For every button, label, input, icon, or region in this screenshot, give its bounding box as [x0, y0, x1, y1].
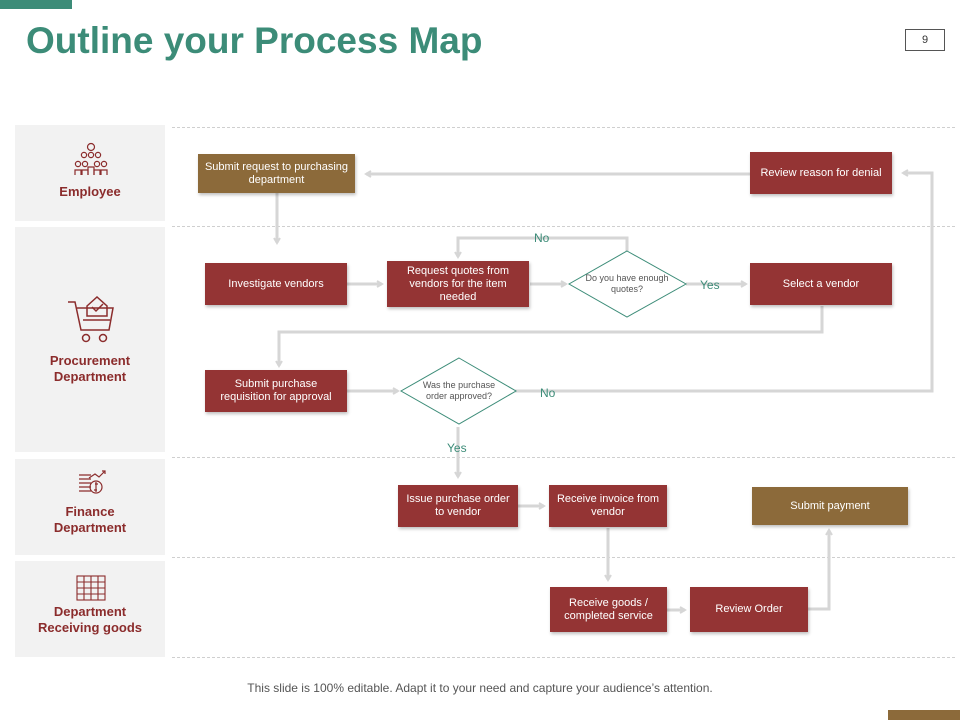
step-select-vendor: Select a vendor — [750, 263, 892, 305]
footer-note: This slide is 100% editable. Adapt it to… — [247, 681, 713, 695]
lane-divider — [172, 657, 955, 658]
step-review-order: Review Order — [690, 587, 808, 632]
page-number: 9 — [905, 29, 945, 51]
branch-label-no: No — [534, 231, 550, 245]
decision-diamond-quotes — [567, 250, 688, 318]
lane-label-receiving: Department Receiving goods — [37, 604, 143, 635]
branch-label-no: No — [540, 386, 556, 400]
shopping-cart-icon — [68, 295, 114, 343]
connector-arrow — [454, 236, 629, 259]
calendar-grid-icon — [76, 575, 106, 601]
money-chart-icon — [79, 470, 106, 494]
lane-divider — [172, 127, 955, 128]
step-receive-invoice: Receive invoice from vendor — [549, 485, 667, 527]
step-review-reason: Review reason for denial — [750, 152, 892, 194]
step-request-quotes: Request quotes from vendors for the item… — [387, 261, 529, 307]
connector-arrow — [275, 306, 824, 368]
lane-employee: Employee — [15, 125, 165, 221]
connector-arrow — [515, 169, 934, 393]
lane-divider — [172, 557, 955, 558]
step-submit-payment: Submit payment — [752, 487, 908, 525]
lane-label-procurement: Procurement Department — [49, 353, 131, 384]
bottom-accent-bar — [888, 710, 960, 720]
lane-finance: Finance Department — [15, 459, 165, 555]
connector-arrow — [808, 528, 833, 611]
step-investigate-vendors: Investigate vendors — [205, 263, 347, 305]
lane-receiving: Department Receiving goods — [15, 561, 165, 657]
branch-label-yes: Yes — [447, 441, 467, 455]
lane-divider — [172, 457, 955, 458]
branch-label-yes: Yes — [700, 278, 720, 292]
step-issue-purchase-order: Issue purchase order to vendor — [398, 485, 518, 527]
slide-title: Outline your Process Map — [26, 20, 483, 61]
lane-procurement: Procurement Department — [15, 227, 165, 452]
lane-label-employee: Employee — [59, 184, 121, 199]
decision-enough-quotes: Do you have enough quotes? — [585, 273, 669, 294]
step-receive-goods: Receive goods / completed service — [550, 587, 667, 632]
lane-divider — [172, 226, 955, 227]
team-icon — [74, 142, 108, 175]
lane-label-finance: Finance Department — [53, 504, 127, 535]
decision-diamond-approval — [399, 357, 517, 425]
decision-po-approved: Was the purchase order approved? — [422, 380, 496, 401]
step-submit-request: Submit request to purchasing department — [198, 154, 355, 193]
top-accent-bar — [0, 0, 72, 9]
step-submit-requisition: Submit purchase requisition for approval — [205, 370, 347, 412]
